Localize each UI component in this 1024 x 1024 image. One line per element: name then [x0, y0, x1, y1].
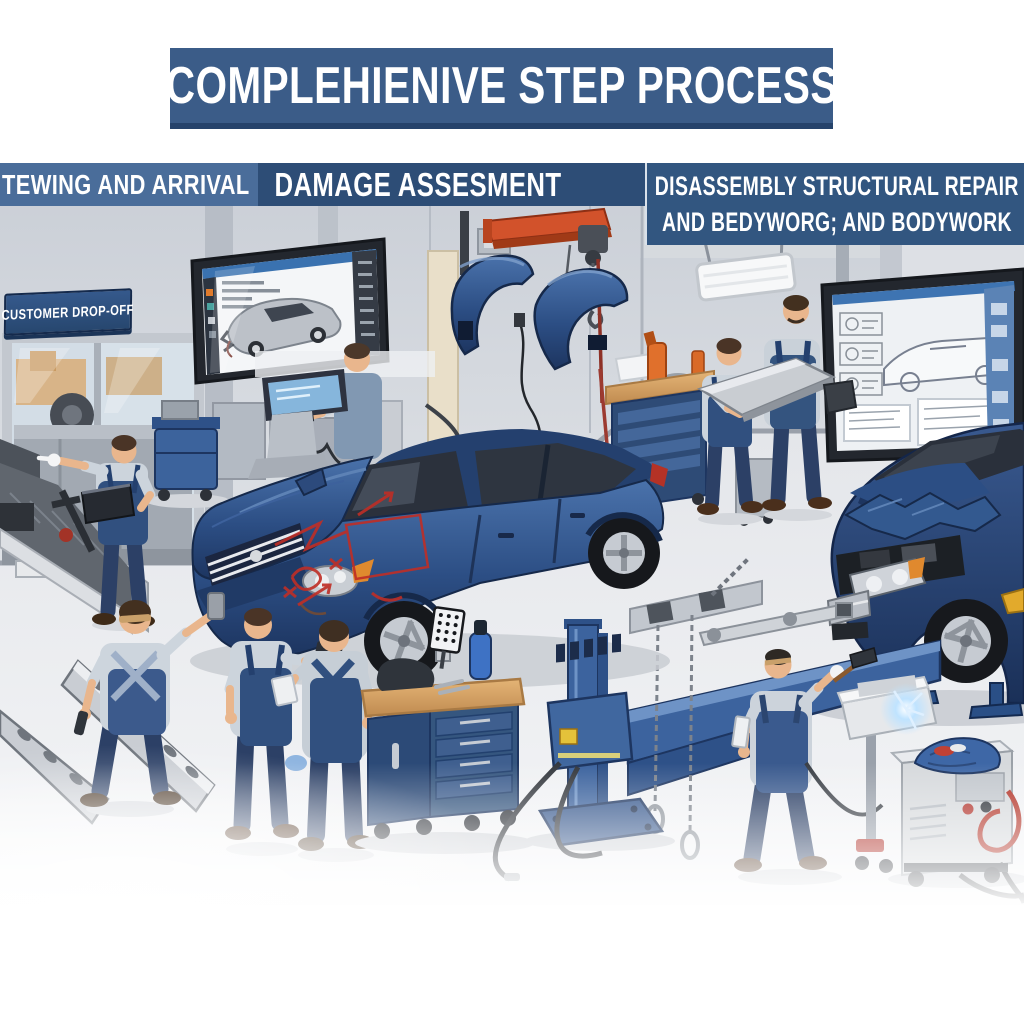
step-header-towing-and-arrival: TEWING AND ARRIVAL	[0, 163, 258, 206]
screen-car-render	[219, 297, 342, 358]
mechanics-carrying-panel	[697, 295, 858, 525]
step-header-damage-assessment: DAMAGE ASSESMENT	[258, 163, 648, 206]
sign-text: CUSTOMER DROP-OFF	[1, 301, 135, 323]
winch-arm	[51, 489, 96, 553]
diagnostic-monitor-left	[190, 237, 390, 385]
wall-light-fixture	[695, 215, 797, 302]
front-wheel	[363, 592, 447, 681]
diagnostic-kiosk-station	[248, 343, 435, 479]
step-label-line2: AND BEDYWORG; AND BODYWORK	[661, 207, 1012, 237]
workshop-illustration	[0, 163, 1024, 905]
measuring-arm	[698, 602, 853, 647]
weld-sparks	[892, 690, 925, 730]
removed-body-panel	[697, 357, 858, 422]
title-banner: COMPLEHIENIVE STEP PROCESS	[165, 48, 837, 129]
title-text: COMPLEHIENIVE STEP PROCESS	[165, 56, 838, 115]
screen-text-lines	[222, 281, 280, 309]
step-label: DAMAGE ASSESMENT	[274, 165, 562, 203]
customer-drop-off-sign: CUSTOMER DROP-OFF	[1, 288, 135, 336]
step-label: TEWING AND ARRIVAL	[2, 168, 250, 200]
rear-wheel	[585, 512, 663, 589]
hanging-fender-panels	[450, 254, 629, 456]
damage-markings	[274, 491, 430, 607]
blue-utility-cart	[146, 400, 230, 508]
floor-fade-corner	[0, 745, 540, 905]
alignment-target-plate	[428, 606, 466, 669]
step-header-disassembly-structural-repair: DISASSEMBLY STRUCTURAL REPAIR AND BEDYWO…	[645, 163, 1024, 245]
step-label-line1: DISASSEMBLY STRUCTURAL REPAIR	[654, 171, 1019, 201]
center-damaged-sedan	[190, 429, 670, 689]
screen-part-diagrams	[839, 312, 883, 396]
